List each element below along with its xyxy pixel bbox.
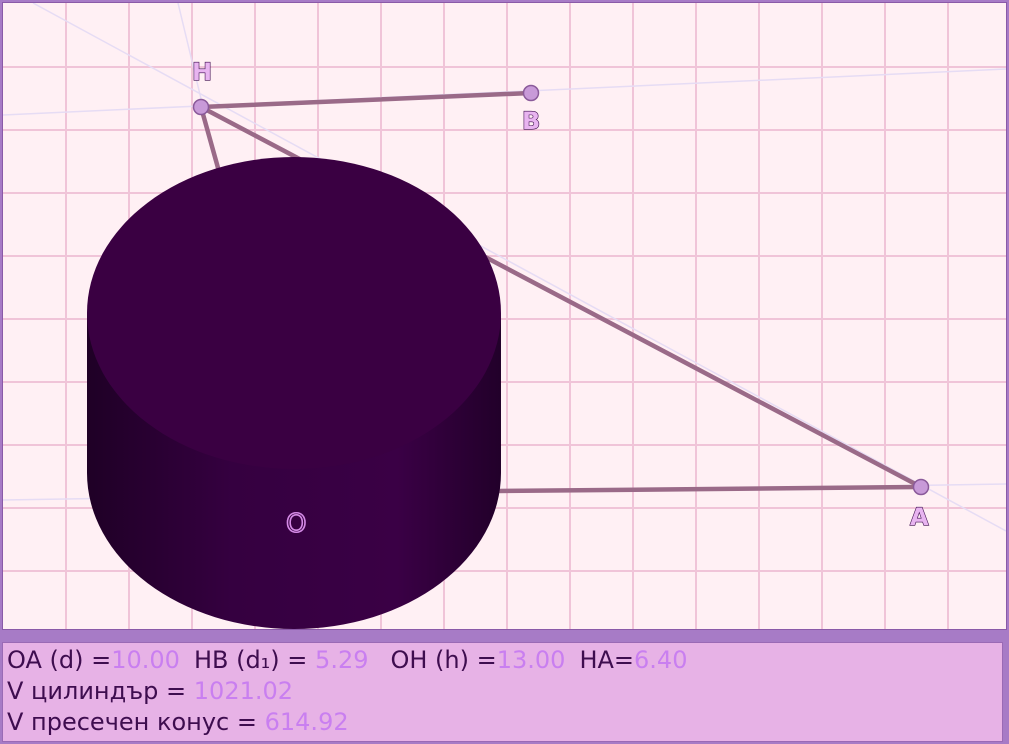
hb-value: 5.29 [315,646,369,674]
cylinder[interactable] [87,157,501,629]
oa-value: 10.00 [111,646,180,674]
construction-canvas[interactable]: H B A O [3,3,1006,629]
measurements-row: OA (d) =10.00 HB (d₁) = 5.29 OH (h) =13.00… [7,645,1002,676]
ha-value: 6.40 [634,646,688,674]
vcone-label: V пресечен конус = [7,708,257,736]
vcone-value: 614.92 [264,708,349,736]
point-b[interactable] [522,84,540,102]
graphics-view[interactable]: H B A O [2,2,1007,630]
cone-volume-row: V пресечен конус = 614.92 [7,707,1002,738]
cylinder-top [87,157,501,469]
point-a[interactable] [912,478,930,496]
oh-value: 13.00 [496,646,566,674]
point-h[interactable] [192,98,210,116]
label-b: B [522,107,540,135]
segment-hb[interactable] [198,90,534,110]
info-panel: OA (d) =10.00 HB (d₁) = 5.29 OH (h) =13.00… [2,642,1003,742]
oa-label: OA (d) = [7,646,112,674]
label-h: H [192,58,212,86]
ha-label: HA= [579,646,635,674]
segment-oa[interactable] [495,484,924,494]
label-a: A [910,503,929,531]
vcyl-value: 1021.02 [193,677,294,705]
oh-label: OH (h) = [390,646,497,674]
label-o: O [286,509,306,539]
points [192,84,930,496]
hb-label: HB (d₁) = [193,646,308,674]
vcyl-label: V цилиндър = [7,677,187,705]
cylinder-volume-row: V цилиндър = 1021.02 [7,676,1002,707]
